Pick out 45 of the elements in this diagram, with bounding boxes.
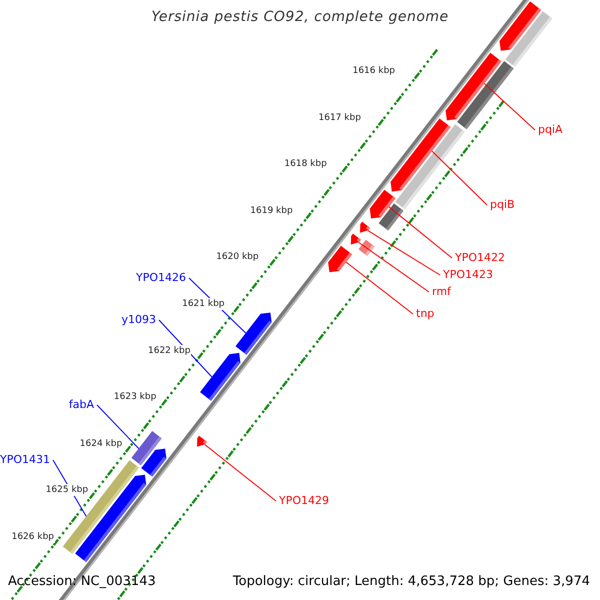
scale-label: 1626 kbp xyxy=(10,531,55,543)
gene-feature xyxy=(197,436,207,447)
scale-label: 1618 kbp xyxy=(283,158,328,170)
leader-line xyxy=(346,262,414,314)
genome-summary-text: Topology: circular; Length: 4,653,728 bp; Genes: 3,974 xyxy=(232,574,590,590)
gene-feature xyxy=(360,222,370,233)
gene-label: rmf xyxy=(432,284,451,300)
gene-bar xyxy=(131,431,162,466)
gene-label: YPO1423 xyxy=(443,267,494,283)
gene-label: pqiB xyxy=(490,197,515,213)
gene-label: YPO1431 xyxy=(0,452,50,468)
leader-line xyxy=(484,83,536,130)
scale-label: 1620 kbp xyxy=(215,251,260,264)
gene-bar xyxy=(358,240,375,256)
leader-line xyxy=(358,242,430,292)
gene-label: YPO1426 xyxy=(136,270,186,286)
gene-label: YPO1429 xyxy=(279,493,330,509)
gene-bar xyxy=(378,203,404,230)
leader-line xyxy=(367,230,440,276)
leader-line xyxy=(96,404,140,449)
scale-label: 1624 kbp xyxy=(78,438,124,450)
gene-bar xyxy=(505,11,552,67)
gene-label: y1093 xyxy=(121,312,156,328)
gene-feature xyxy=(200,352,240,401)
scale-label: 1617 kbp xyxy=(318,112,362,124)
gene-label: fabA xyxy=(68,397,94,413)
gene-bar xyxy=(457,61,514,130)
scale-label: 1616 kbp xyxy=(352,65,396,77)
gene-feature xyxy=(350,234,361,245)
gene-label: YPO1422 xyxy=(455,250,506,266)
scale-label: 1619 kbp xyxy=(249,204,294,217)
gene-bar xyxy=(395,124,465,210)
scale-label: 1622 kbp xyxy=(147,344,192,357)
leader-line xyxy=(204,444,276,502)
gene-label: pqiA xyxy=(538,122,563,138)
leader-line xyxy=(432,150,488,206)
leader-line xyxy=(388,206,452,258)
diagram-title: Yersinia pestis CO92, complete genome xyxy=(151,8,449,26)
scale-label: 1625 kbp xyxy=(44,484,90,496)
accession-text: Accession: NC_003143 xyxy=(8,574,156,590)
gene-feature xyxy=(328,246,352,272)
gene-label: tnp xyxy=(416,306,434,322)
scale-label: 1621 kbp xyxy=(181,298,226,310)
scale-label: 1623 kbp xyxy=(112,391,158,404)
gene-feature xyxy=(236,312,272,355)
